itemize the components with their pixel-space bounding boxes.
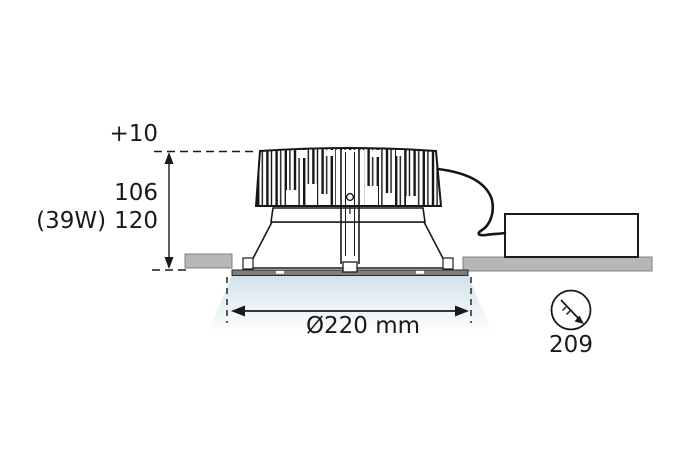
trim-flange — [231, 261, 469, 276]
cutout-diameter-icon — [550, 289, 592, 331]
bracket-foot — [342, 261, 358, 273]
spring-clip-right — [442, 257, 454, 270]
label-height-primary: 106 — [114, 180, 158, 206]
heatsink — [254, 147, 443, 207]
ceiling-panel-left — [184, 253, 233, 269]
driver-box — [504, 213, 639, 258]
ceiling-panel-right — [462, 256, 653, 272]
trim-cone — [242, 207, 454, 270]
power-cable — [436, 167, 507, 237]
label-cutout-diameter: 209 — [549, 332, 593, 358]
dimension-line-diameter — [231, 305, 469, 317]
fin-steps — [286, 150, 416, 205]
label-wattage: (39W) — [36, 208, 107, 234]
label-height-row: (39W) 120 — [20, 208, 158, 234]
label-ceiling-offset: +10 — [109, 121, 158, 147]
dimension-line-height — [164, 152, 174, 269]
spring-clip-left — [242, 257, 254, 270]
label-height-secondary: 120 — [114, 208, 158, 234]
label-diameter: Ø220 mm — [305, 313, 421, 339]
light-beam — [204, 275, 496, 342]
